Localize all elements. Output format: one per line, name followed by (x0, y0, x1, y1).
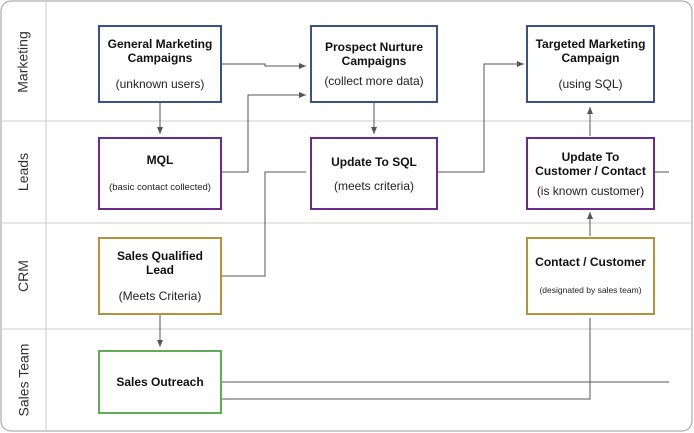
node-contact-customer[interactable]: Contact / Customer (designated by sales … (526, 237, 655, 315)
node-title: Targeted Marketing Campaign (535, 37, 646, 65)
node-mql[interactable]: MQL (basic contact collected) (98, 137, 222, 210)
node-title: Update To Customer / Contact (535, 149, 646, 178)
node-title: Sales Outreach (116, 375, 204, 389)
node-title: MQL (146, 152, 174, 167)
node-title: Update To SQL (331, 154, 417, 169)
node-update-to-sql[interactable]: Update To SQL (meets criteria) (310, 137, 438, 210)
node-title: General Marketing Campaigns (107, 37, 213, 65)
lane-label-crm: CRM (14, 260, 31, 292)
connector-general-to-nurture (222, 63, 306, 69)
lane-label-marketing: Marketing (15, 30, 31, 93)
node-update-to-customer-contact[interactable]: Update To Customer / Contact (is known c… (526, 137, 655, 210)
connector-outreach-to-contact (222, 318, 591, 400)
node-subtitle: (designated by sales team) (539, 285, 642, 295)
node-prospect-nurture-campaigns[interactable]: Prospect Nurture Campaigns (collect more… (310, 25, 438, 103)
node-subtitle: (collect more data) (324, 74, 424, 88)
node-sales-outreach[interactable]: Sales Outreach (98, 350, 222, 414)
connector-sql-to-targeted (438, 61, 524, 173)
lane-label-sales-team: Sales Team (15, 343, 31, 417)
node-sales-qualified-lead[interactable]: Sales Qualified Lead (Meets Criteria) (98, 237, 222, 315)
node-general-marketing-campaigns[interactable]: General Marketing Campaigns (unknown use… (98, 25, 222, 103)
node-subtitle: (is known customer) (536, 183, 645, 198)
connector-sqllead-to-updatesql (222, 171, 306, 277)
node-title: Contact / Customer (535, 255, 646, 269)
node-subtitle: (using SQL) (558, 77, 623, 91)
node-title: Prospect Nurture Campaigns (324, 40, 424, 68)
connector-mql-to-nurture (222, 92, 306, 173)
node-title: Sales Qualified Lead (116, 249, 204, 277)
node-subtitle: (basic contact collected) (109, 181, 211, 193)
node-subtitle: (Meets Criteria) (118, 289, 202, 303)
node-subtitle: (meets criteria) (333, 178, 414, 193)
node-subtitle: (unknown users) (115, 77, 205, 91)
node-targeted-marketing-campaign[interactable]: Targeted Marketing Campaign (using SQL) (526, 25, 655, 103)
lane-label-leads: Leads (15, 152, 31, 192)
